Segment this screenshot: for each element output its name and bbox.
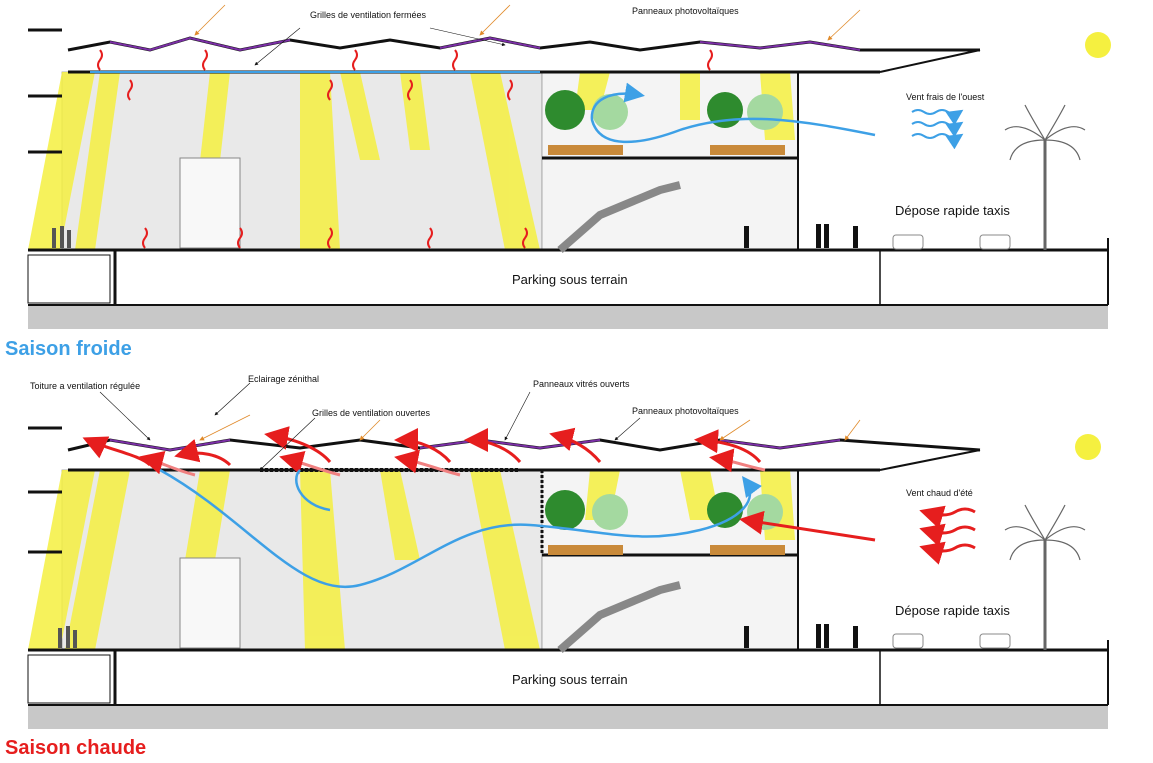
tree-icon	[545, 490, 785, 555]
escalator	[557, 581, 681, 654]
label-parking: Parking sous terrain	[512, 672, 628, 687]
roof	[67, 36, 981, 74]
label-grilles-ouvertes: Grilles de ventilation ouvertes	[312, 408, 431, 418]
sun-icon	[1075, 434, 1101, 460]
bottom-section	[27, 382, 1109, 729]
label-vent-chaud: Vent chaud d'été	[906, 488, 973, 498]
hot-wind-entry	[739, 510, 876, 542]
label-toiture: Toiture a ventilation régulée	[30, 381, 141, 391]
label-parking: Parking sous terrain	[512, 272, 628, 287]
cool-air-flow	[590, 82, 876, 144]
wind-waves	[919, 505, 976, 565]
palm-tree-icon	[1004, 504, 1086, 650]
season-title-hot: Saison chaude	[5, 737, 147, 759]
info-kiosk	[179, 157, 241, 249]
sunlight-beams	[28, 470, 795, 650]
cool-air-flow	[159, 468, 762, 588]
label-depose-taxis: Dépose rapide taxis	[895, 603, 1010, 618]
hot-air-exhaust	[82, 426, 766, 477]
label-grilles-fermees: Grilles de ventilation fermées	[310, 10, 427, 20]
annotation-leaders	[99, 382, 861, 471]
ground-slab	[28, 305, 1108, 329]
person-icon	[52, 224, 858, 248]
season-title-cold: Saison froide	[5, 338, 132, 360]
car-icon	[892, 234, 1011, 250]
person-icon	[58, 624, 858, 648]
top-section	[27, 4, 1111, 329]
tree-icon	[545, 90, 785, 155]
label-panneaux-vitres: Panneaux vitrés ouverts	[533, 379, 630, 389]
label-depose-taxis: Dépose rapide taxis	[895, 203, 1010, 218]
label-eclairage: Eclairage zénithal	[248, 374, 320, 384]
palm-tree-icon	[1004, 104, 1086, 250]
label-panneaux-pv: Panneaux photovoltaïques	[632, 6, 739, 16]
info-kiosk	[179, 557, 241, 649]
heat-waves	[97, 49, 713, 249]
cool-air-flow-upper	[295, 469, 331, 512]
label-panneaux-pv: Panneaux photovoltaïques	[632, 406, 739, 416]
wind-waves	[911, 109, 964, 150]
label-vent-frais: Vent frais de l'ouest	[906, 92, 985, 102]
sun-icon	[1085, 32, 1111, 58]
ground-slab	[28, 705, 1108, 729]
annotation-leaders	[194, 4, 861, 66]
escalator	[557, 181, 681, 254]
car-icon	[892, 633, 1011, 649]
floor-structure	[27, 28, 1109, 306]
